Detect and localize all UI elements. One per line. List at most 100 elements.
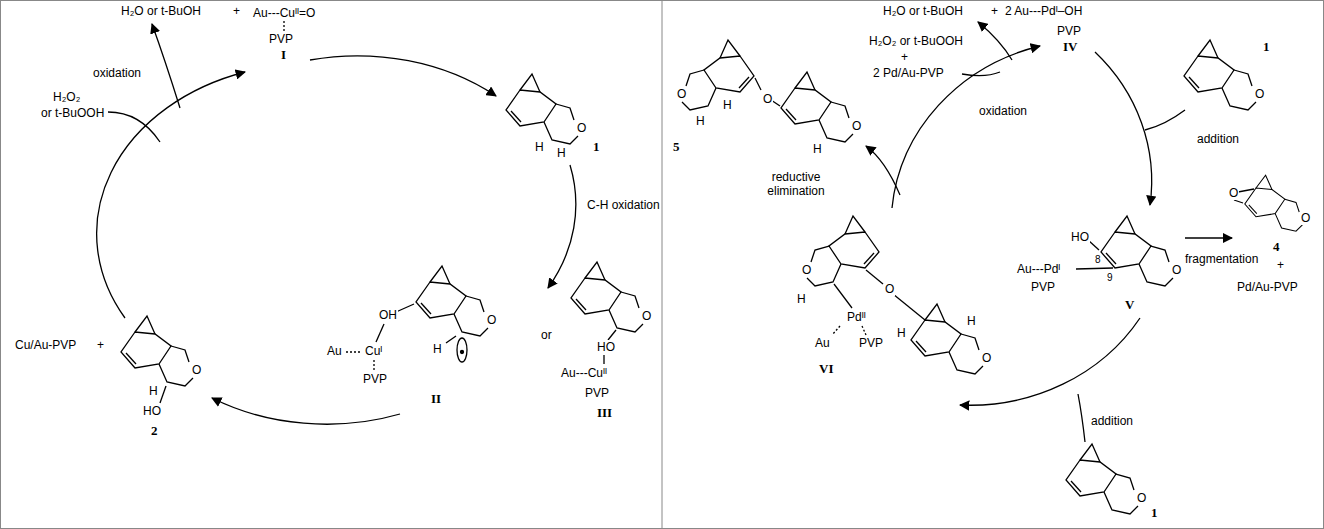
scheme-line [121, 316, 193, 386]
scheme-line [506, 74, 578, 144]
scheme-label: H [695, 114, 706, 128]
scheme-label: HO [142, 404, 162, 418]
scheme-line [1145, 110, 1185, 130]
scheme-label: O [576, 121, 587, 135]
scheme-label: PVP [362, 372, 388, 386]
compound-number: 1 [1262, 40, 1271, 54]
scheme-line [1234, 200, 1243, 203]
scheme-label: O [851, 119, 862, 133]
scheme-label: Pd/Au-PVP [1236, 280, 1299, 294]
compound-number: 2 [150, 424, 159, 438]
scheme-line [1095, 52, 1152, 205]
scheme-label: H [796, 292, 807, 306]
scheme-label: + [232, 4, 241, 18]
compound-number: IV [1062, 40, 1078, 54]
scheme-label: Cu/Au-PVP [14, 338, 77, 352]
scheme-line [866, 270, 883, 284]
scheme-label: HO [596, 340, 616, 354]
scheme-line [781, 72, 853, 142]
scheme-label: O [641, 309, 652, 323]
scheme-label: + [990, 4, 999, 18]
scheme-label: fragmentation [1184, 252, 1259, 266]
scheme-label: O [1254, 87, 1265, 101]
scheme-label: PVP [268, 32, 294, 46]
scheme-line [457, 338, 467, 362]
scheme-line [108, 112, 160, 142]
scheme-line [376, 324, 384, 342]
scheme-label: OH [378, 308, 398, 322]
compound-number: 1 [592, 140, 601, 154]
compound-number: VI [818, 362, 834, 376]
scheme-label: reductive elimination [760, 170, 832, 198]
scheme-line [548, 165, 576, 288]
scheme-line [152, 24, 180, 108]
scheme-line [893, 294, 925, 320]
scheme-label: or [540, 328, 553, 342]
scheme-label: H₂O₂ [52, 90, 81, 104]
scheme-line [1184, 40, 1256, 110]
scheme-label: O [762, 92, 773, 106]
scheme-line [416, 266, 488, 336]
scheme-line [608, 330, 616, 340]
scheme-label: PVP [1056, 24, 1082, 38]
scheme-label: PVP [584, 386, 610, 400]
scheme-line [283, 21, 284, 31]
scheme-label: O [1136, 491, 1147, 505]
compound-number: 4 [1272, 240, 1281, 254]
scheme-label: oxidation [978, 104, 1028, 118]
scheme-label: H [896, 326, 907, 340]
scheme-label: or t-BuOOH [40, 106, 105, 120]
scheme-label: H [556, 146, 567, 160]
scheme-label: O [1171, 263, 1182, 277]
scheme-line [1076, 268, 1113, 269]
scheme-label: oxidation [92, 66, 142, 80]
scheme-label: H₂O or t-BuOH [120, 4, 202, 18]
scheme-line [1185, 237, 1232, 238]
scheme-line [373, 360, 374, 371]
scheme-line [1078, 394, 1085, 442]
scheme-label: PVP [1030, 280, 1056, 294]
scheme-line [962, 72, 1000, 76]
compound-number: III [596, 406, 613, 420]
scheme-line [212, 398, 400, 424]
scheme-line [1066, 444, 1138, 514]
scheme-label: C-H oxidation [586, 198, 661, 212]
scheme-line [862, 326, 866, 335]
scheme-line [662, 0, 663, 529]
scheme-line [160, 386, 166, 403]
scheme-line [396, 304, 414, 312]
scheme-line [866, 146, 900, 195]
scheme-line [755, 78, 761, 90]
scheme-label: Pdᴵᴵ [846, 310, 867, 324]
scheme-line [446, 336, 456, 343]
scheme-label: O [1228, 186, 1239, 200]
scheme-line [960, 318, 1140, 405]
scheme-label: + [900, 50, 909, 64]
scheme-label: Au---Cuᴵᴵ=O [252, 6, 316, 20]
scheme-label: O [801, 263, 812, 277]
scheme-label: Au [326, 344, 343, 358]
scheme-label: Au---Pdᴵ [1016, 262, 1061, 276]
scheme-label: addition [1090, 414, 1134, 428]
scheme-label: O [676, 87, 687, 101]
scheme-label: 9 [1106, 272, 1114, 284]
scheme-label: + [96, 338, 105, 352]
scheme-line [97, 21, 1254, 442]
compound-number: 5 [672, 140, 681, 154]
scheme-line [461, 351, 464, 354]
compound-number: I [280, 48, 287, 62]
scheme-label: O [486, 313, 497, 327]
scheme-line [346, 351, 362, 352]
scheme-label: HO [1070, 230, 1090, 244]
scheme-line [1245, 175, 1303, 231]
scheme-line [911, 304, 983, 374]
scheme-label: H₂O or t-BuOH [882, 4, 964, 18]
scheme-line [682, 40, 754, 110]
scheme-line [978, 22, 1012, 60]
scheme-label: 2 Pd/Au-PVP [872, 66, 945, 80]
scheme-label: O [1300, 211, 1311, 225]
scheme-label: O [981, 351, 992, 365]
scheme-label: H [148, 384, 159, 398]
